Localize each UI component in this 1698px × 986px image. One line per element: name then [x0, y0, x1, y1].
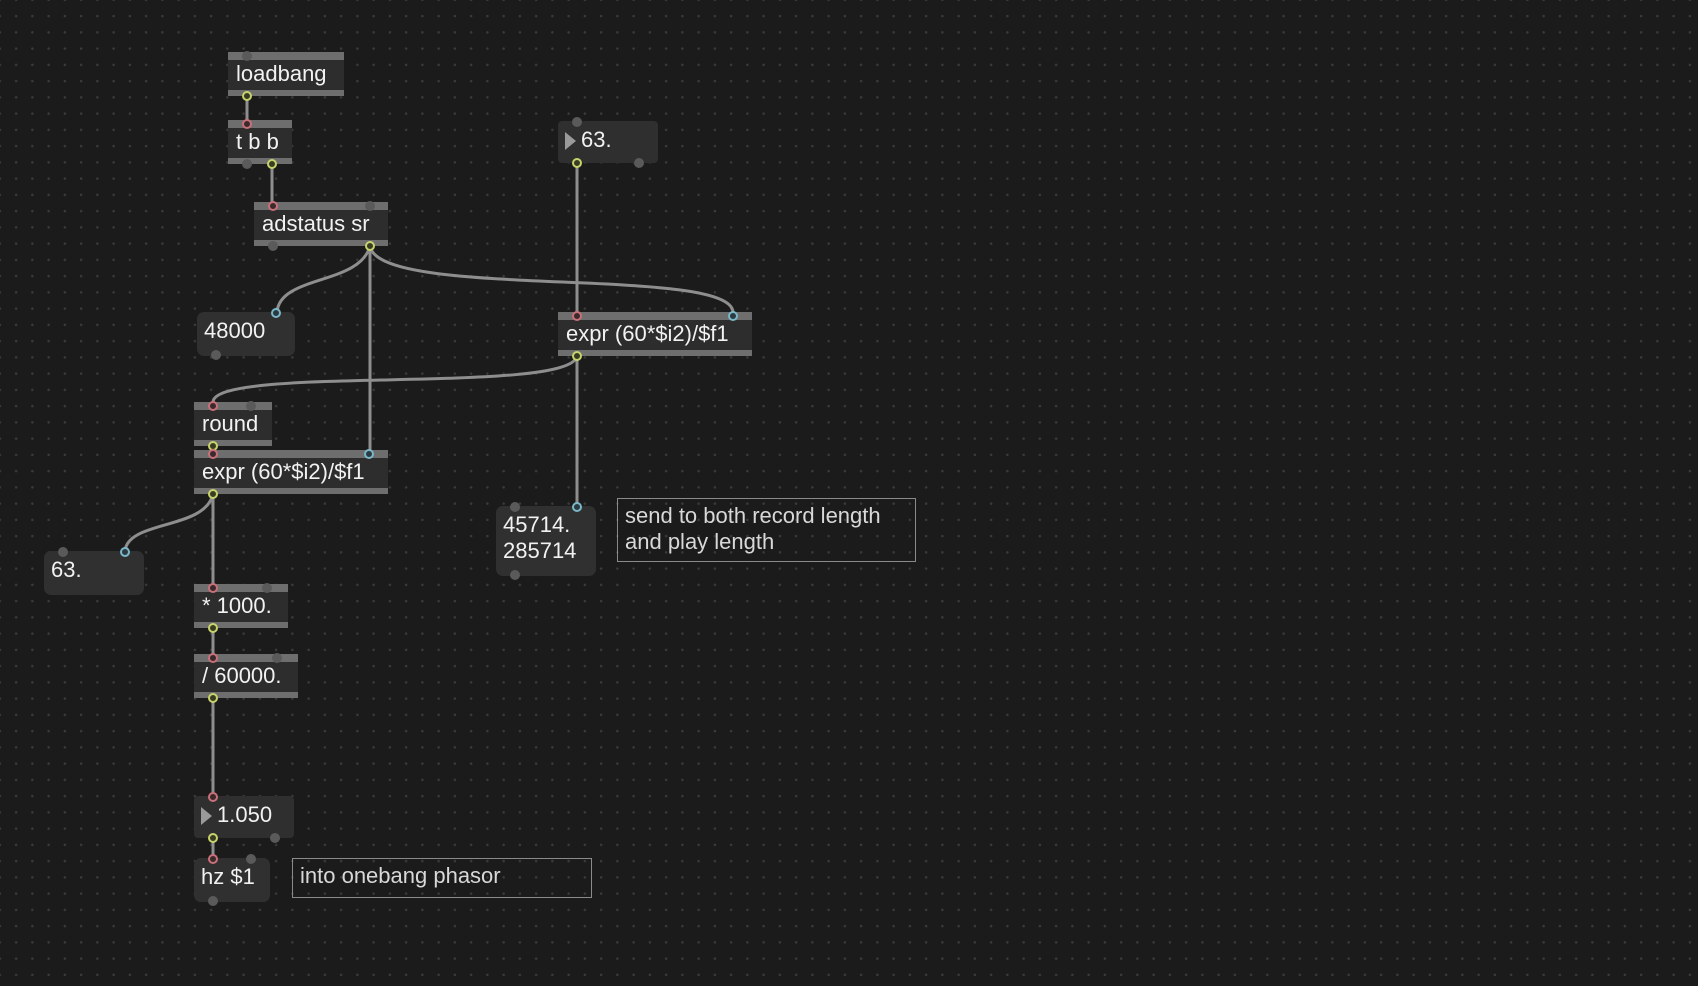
adstatus-object[interactable]: adstatus sr	[254, 201, 388, 251]
divide-label: / 60000.	[202, 663, 282, 688]
trigger-label: t b b	[236, 129, 279, 154]
length-samples-outlet[interactable]	[510, 570, 520, 580]
frequency-outlet[interactable]	[208, 833, 218, 843]
length-samples-inlet-right[interactable]	[572, 502, 582, 512]
bpm-rounded-inlet-left[interactable]	[58, 547, 68, 557]
sample-rate-inlet[interactable]	[271, 308, 281, 318]
multiply-inlet-left[interactable]	[208, 583, 218, 593]
loadbang-label: loadbang	[236, 61, 327, 86]
expr-top-label: expr (60*$i2)/$f1	[566, 321, 729, 346]
loadbang-inlet[interactable]	[242, 51, 252, 61]
adstatus-label: adstatus sr	[262, 211, 370, 236]
divide-outlet[interactable]	[208, 693, 218, 703]
sample-rate-value: 48000	[204, 318, 266, 343]
comment-send-lengths-text: send to both record length and play leng…	[625, 503, 881, 554]
cord-expr-top-to-round	[211, 354, 579, 404]
hz-message-label: hz $1	[201, 864, 255, 889]
sample-rate-outlet[interactable]	[211, 350, 221, 360]
adstatus-outlet-right[interactable]	[365, 241, 375, 251]
bpm-number-box[interactable]: 63.	[558, 117, 658, 168]
hz-message-inlet-left[interactable]	[208, 854, 218, 864]
comment-into-phasor: into onebang phasor	[292, 858, 592, 898]
bpm-rounded-inlet-right[interactable]	[120, 547, 130, 557]
loadbang-outlet[interactable]	[242, 91, 252, 101]
bpm-number-outlet[interactable]	[572, 158, 582, 168]
hz-message-box[interactable]: hz $1	[194, 854, 270, 906]
divide-inlet-right[interactable]	[272, 653, 282, 663]
bpm-number-outlet-right[interactable]	[634, 158, 644, 168]
expr-bottom-object[interactable]: expr (60*$i2)/$f1	[194, 449, 388, 499]
trigger-outlet-right[interactable]	[267, 159, 277, 169]
length-samples-line-2: 285714	[503, 538, 577, 563]
trigger-outlet-left[interactable]	[242, 159, 252, 169]
round-inlet-left[interactable]	[208, 401, 218, 411]
loadbang-object[interactable]: loadbang	[228, 51, 344, 101]
trigger-inlet[interactable]	[242, 119, 252, 129]
expr-bottom-inlet-right[interactable]	[364, 449, 374, 459]
divide-inlet-left[interactable]	[208, 653, 218, 663]
multiply-object[interactable]: * 1000.	[194, 583, 288, 633]
adstatus-inlet-right[interactable]	[365, 201, 375, 211]
bpm-number-value: 63.	[581, 127, 612, 152]
bpm-rounded-value: 63.	[51, 557, 82, 582]
number-triangle-icon	[565, 132, 576, 150]
adstatus-outlet-left[interactable]	[268, 241, 278, 251]
length-samples-inlet-left[interactable]	[510, 502, 520, 512]
trigger-object[interactable]: t b b	[228, 119, 292, 169]
length-samples-line-1: 45714.	[503, 512, 571, 537]
adstatus-inlet-left[interactable]	[268, 201, 278, 211]
expr-top-outlet[interactable]	[572, 351, 582, 361]
round-inlet-right[interactable]	[246, 401, 256, 411]
hz-message-outlet[interactable]	[208, 896, 218, 906]
expr-top-inlet-left[interactable]	[572, 311, 582, 321]
frequency-inlet[interactable]	[208, 792, 218, 802]
comment-send-lengths: send to both record length and play leng…	[617, 498, 916, 562]
expr-bottom-label: expr (60*$i2)/$f1	[202, 459, 365, 484]
comment-into-phasor-text: into onebang phasor	[300, 863, 501, 888]
expr-bottom-inlet-left[interactable]	[208, 449, 218, 459]
round-object[interactable]: round	[194, 401, 272, 451]
hz-message-inlet-right[interactable]	[246, 854, 256, 864]
expr-bottom-outlet[interactable]	[208, 489, 218, 499]
cord-adstatus-to-samplerate	[275, 244, 372, 314]
cord-adstatus-to-expr-top	[368, 244, 735, 314]
multiply-inlet-right[interactable]	[262, 583, 272, 593]
frequency-outlet-right[interactable]	[270, 833, 280, 843]
frequency-value: 1.050	[217, 802, 273, 827]
sample-rate-number-box[interactable]: 48000	[197, 308, 295, 360]
multiply-label: * 1000.	[202, 593, 272, 618]
expr-top-object[interactable]: expr (60*$i2)/$f1	[558, 311, 752, 361]
length-samples-box[interactable]: 45714. 285714	[496, 502, 596, 580]
round-label: round	[202, 411, 259, 436]
bpm-number-inlet[interactable]	[572, 117, 582, 127]
number-triangle-icon	[201, 807, 212, 825]
bpm-rounded-box[interactable]: 63.	[44, 547, 144, 595]
expr-top-inlet-right[interactable]	[728, 311, 738, 321]
divide-object[interactable]: / 60000.	[194, 653, 298, 703]
cord-expr-bottom-to-bpm	[123, 492, 215, 553]
multiply-outlet[interactable]	[208, 623, 218, 633]
frequency-number-box[interactable]: 1.050	[194, 792, 294, 843]
